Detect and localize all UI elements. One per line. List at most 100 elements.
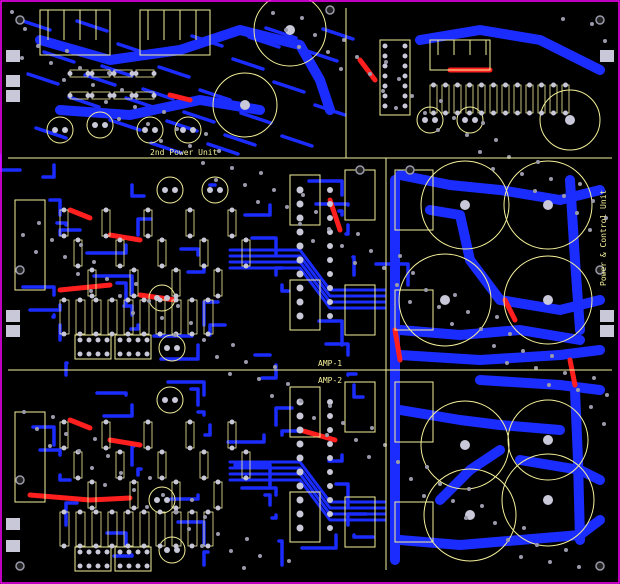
- signal-trace: [280, 429, 301, 437]
- resistor-pad: [89, 71, 95, 76]
- resistor-pad: [67, 71, 73, 76]
- capacitor-pad: [460, 200, 470, 210]
- via: [174, 510, 178, 514]
- ic-pad: [402, 73, 408, 79]
- dip-pad: [104, 337, 110, 343]
- resistor-pad: [145, 445, 151, 451]
- resistor-pad: [539, 110, 544, 116]
- via: [285, 205, 289, 209]
- resistor-pad: [107, 93, 113, 98]
- dip-pad: [77, 337, 83, 343]
- via: [201, 161, 205, 165]
- dip-pad: [86, 549, 92, 555]
- via: [367, 455, 371, 459]
- dip-pad: [117, 351, 123, 357]
- resistor-pad: [111, 93, 117, 98]
- output-pin: [296, 256, 304, 264]
- signal-trace: [34, 126, 68, 140]
- signal-trace: [247, 35, 281, 49]
- output-pin: [327, 413, 333, 419]
- resistor-pad: [173, 293, 179, 299]
- resistor-pad: [173, 297, 179, 303]
- resistor-pad: [159, 475, 165, 481]
- power-trace: [35, 25, 335, 115]
- small-capacitor-pad: [62, 127, 68, 133]
- signal-trace: [374, 262, 410, 287]
- ic-pad: [382, 43, 388, 49]
- via: [242, 566, 246, 570]
- via: [258, 554, 262, 558]
- signal-trace: [327, 453, 344, 463]
- signal-trace: [116, 42, 150, 56]
- via: [549, 177, 553, 181]
- via: [259, 171, 263, 175]
- signal-trace: [263, 493, 272, 507]
- signal-trace: [226, 433, 266, 444]
- via: [147, 299, 151, 303]
- small-capacitor-pad: [164, 295, 170, 301]
- via: [287, 559, 291, 563]
- output-pin: [327, 441, 333, 447]
- output-pin: [327, 299, 333, 305]
- via: [536, 160, 540, 164]
- via: [284, 28, 288, 32]
- via: [297, 45, 301, 49]
- via: [422, 494, 426, 498]
- dip-pad: [126, 337, 132, 343]
- signal-trace: [346, 372, 358, 377]
- resistor-pad: [93, 543, 99, 549]
- signal-trace: [334, 482, 350, 507]
- output-transistor-outline: [344, 284, 376, 336]
- via: [436, 128, 440, 132]
- small-capacitor-pad: [162, 187, 168, 193]
- signal-trace: [277, 539, 284, 567]
- resistor-pad: [229, 207, 235, 213]
- resistor-pad: [563, 82, 568, 88]
- signal-trace: [337, 209, 344, 217]
- resistor-pad: [109, 297, 115, 303]
- signal-trace: [270, 513, 278, 520]
- mounting-hole: [325, 5, 335, 15]
- output-pin: [327, 427, 333, 433]
- via: [465, 133, 469, 137]
- resistor-pad: [201, 449, 207, 455]
- dip-pad: [126, 351, 132, 357]
- small-capacitor-pad: [422, 117, 428, 123]
- small-capacitor-pad: [174, 547, 180, 553]
- output-pin: [327, 243, 333, 249]
- resistor-pad: [443, 82, 448, 88]
- via: [494, 138, 498, 142]
- resistor-pad: [85, 71, 91, 76]
- small-capacitor-pad: [472, 117, 478, 123]
- via: [382, 266, 386, 270]
- via: [341, 421, 345, 425]
- small-capacitor-pad: [190, 127, 196, 133]
- via: [577, 565, 581, 569]
- via: [273, 365, 277, 369]
- via: [547, 383, 551, 387]
- component-pads: [6, 5, 614, 571]
- via: [231, 343, 235, 347]
- via: [411, 271, 415, 275]
- resistor-pad: [173, 505, 179, 511]
- capacitor-pad: [543, 435, 553, 445]
- via: [562, 194, 566, 198]
- via: [325, 433, 329, 437]
- dip-pad: [126, 563, 132, 569]
- via: [256, 200, 260, 204]
- small-capacitor-outline: [156, 176, 184, 204]
- bus-trace: [228, 472, 387, 516]
- via: [65, 49, 69, 53]
- output-pin: [296, 312, 304, 320]
- ic-pad: [382, 53, 388, 59]
- signal-trace: [280, 134, 314, 148]
- signal-trace: [18, 18, 52, 32]
- via: [384, 60, 388, 64]
- via: [355, 55, 359, 59]
- signal-trace: [231, 57, 265, 71]
- dip-pad: [86, 337, 92, 343]
- resistor-pad: [89, 93, 95, 98]
- dip-pad: [95, 563, 101, 569]
- output-pin: [327, 483, 333, 489]
- signal-trace: [206, 142, 240, 156]
